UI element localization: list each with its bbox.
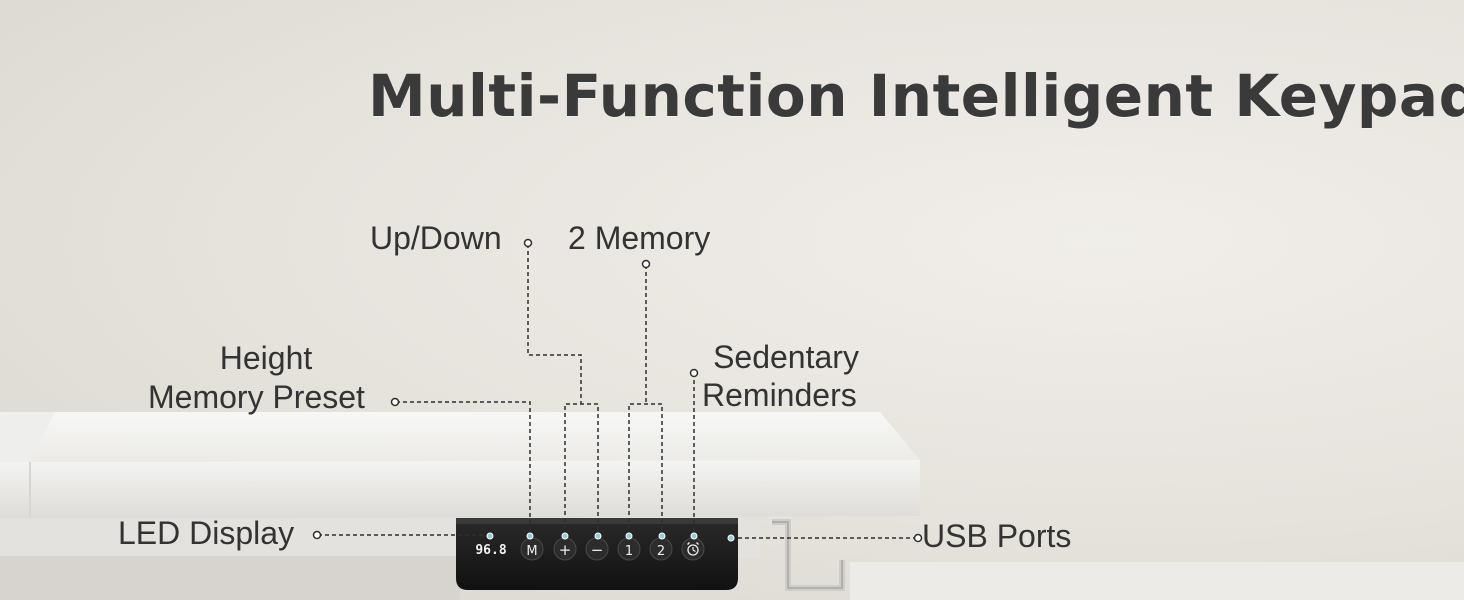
dot-led: [312, 530, 322, 540]
page-title: Multi-Function Intelligent Keypad: [368, 62, 1464, 130]
label-height-line1: Height: [219, 340, 313, 376]
memory-button-label: M: [526, 544, 537, 559]
label-sedentary-line2: Reminders: [702, 377, 857, 413]
label-usb-ports: USB Ports: [922, 518, 1072, 554]
desk-top: [0, 412, 920, 462]
up-button-label: +: [559, 541, 572, 559]
alarm-clock-icon: [687, 542, 699, 556]
label-memory: 2 Memory: [568, 220, 711, 256]
clamp-hook: [772, 519, 845, 591]
dot-sedentary: [689, 368, 699, 378]
marker-dots: [312, 238, 923, 543]
connector-memory-keys: [628, 403, 663, 536]
desk-top-left-panel: [0, 412, 55, 462]
keypad-dots: [486, 532, 735, 542]
connector-up-down: [527, 244, 582, 404]
side-surface: [850, 562, 1464, 600]
connector-up: [564, 403, 599, 536]
desk-front-edge: [0, 460, 920, 518]
preset-1-label: 1: [625, 544, 633, 559]
label-up-down: Up/Down: [370, 220, 502, 256]
label-sedentary-line1: Sedentary: [713, 339, 859, 375]
dot-memory: [641, 259, 651, 269]
dot-up-down: [523, 238, 533, 248]
preset-2-label: 2: [657, 544, 665, 559]
led-display-value: 96.8: [475, 543, 506, 558]
connector-lines: [318, 244, 918, 539]
label-height-line2: Memory Preset: [148, 379, 365, 415]
connector-height-preset: [396, 401, 531, 536]
down-button-label: −: [591, 541, 604, 559]
dot-usb: [913, 533, 923, 543]
label-led-display: LED Display: [118, 515, 295, 551]
dot-height-preset: [390, 397, 400, 407]
